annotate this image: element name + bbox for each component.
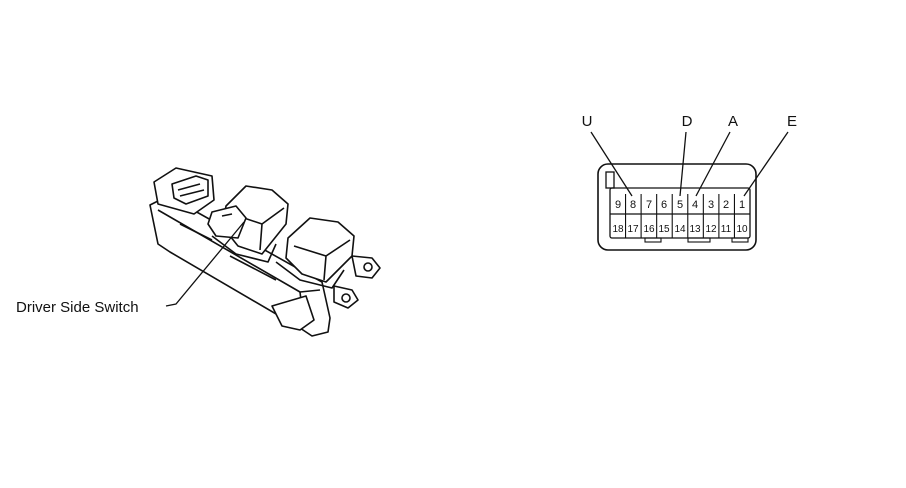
pin-15: 15 <box>658 224 670 235</box>
pin-9: 9 <box>615 199 621 211</box>
body-ridge <box>179 223 277 281</box>
bottom-mount-hole <box>341 293 351 303</box>
pin-1: 1 <box>739 199 745 211</box>
column-dividers <box>625 194 735 238</box>
connector-latch <box>605 171 615 189</box>
connector-key-left <box>644 237 662 243</box>
connector-key-right <box>731 237 749 243</box>
pin-12: 12 <box>705 224 717 235</box>
pin-7: 7 <box>646 199 652 211</box>
pin-14: 14 <box>674 224 686 235</box>
pin-row-bottom: 18 17 16 15 14 13 12 11 10 <box>612 224 748 235</box>
rocker-bezel-right <box>275 261 345 289</box>
leader-u-to-pin-8 <box>590 131 633 197</box>
terminal-label-a: A <box>728 113 738 130</box>
rocker-bezel-left <box>211 235 277 263</box>
connector-key-center <box>687 237 711 243</box>
lock-switch-detail <box>177 183 205 197</box>
passenger-switch-rocker-face <box>293 239 351 281</box>
pin-18: 18 <box>612 224 624 235</box>
terminal-labels: U D A E <box>582 113 797 130</box>
connector-diagram <box>597 163 757 251</box>
pin-4: 4 <box>692 199 698 211</box>
driver-side-switch-label: Driver Side Switch <box>16 299 139 316</box>
auto-button-mark <box>221 213 233 217</box>
terminal-label-e: E <box>787 113 797 130</box>
right-mount-hole <box>363 262 373 272</box>
terminal-label-d: D <box>682 113 693 130</box>
pin-17: 17 <box>627 224 639 235</box>
leader-d-to-pin-5 <box>679 131 687 197</box>
pin-5: 5 <box>677 199 683 211</box>
passenger-switch-rocker <box>285 217 355 283</box>
pin-10: 10 <box>736 224 748 235</box>
pin-3: 3 <box>708 199 714 211</box>
terminal-label-u: U <box>582 113 593 130</box>
lock-switch-button <box>171 175 209 205</box>
lower-mount-tab <box>271 295 315 331</box>
pin-16: 16 <box>643 224 655 235</box>
pin-8: 8 <box>630 199 636 211</box>
power-window-switch-assembly <box>149 167 381 337</box>
driver-switch-auto-button <box>207 205 247 239</box>
leader-a-to-pin-4 <box>695 131 731 197</box>
connector-inner-frame <box>609 187 751 239</box>
pin-13: 13 <box>689 224 701 235</box>
pin-11: 11 <box>721 224 732 235</box>
pin-6: 6 <box>661 199 667 211</box>
pin-row-top: 9 8 7 6 5 4 3 2 1 <box>615 199 745 211</box>
terminal-leader-lines <box>590 131 789 197</box>
pin-2: 2 <box>723 199 729 211</box>
callout-leader-line <box>165 221 245 307</box>
leader-e-to-pin-1 <box>743 131 789 197</box>
connector-outer-shell <box>597 163 757 251</box>
